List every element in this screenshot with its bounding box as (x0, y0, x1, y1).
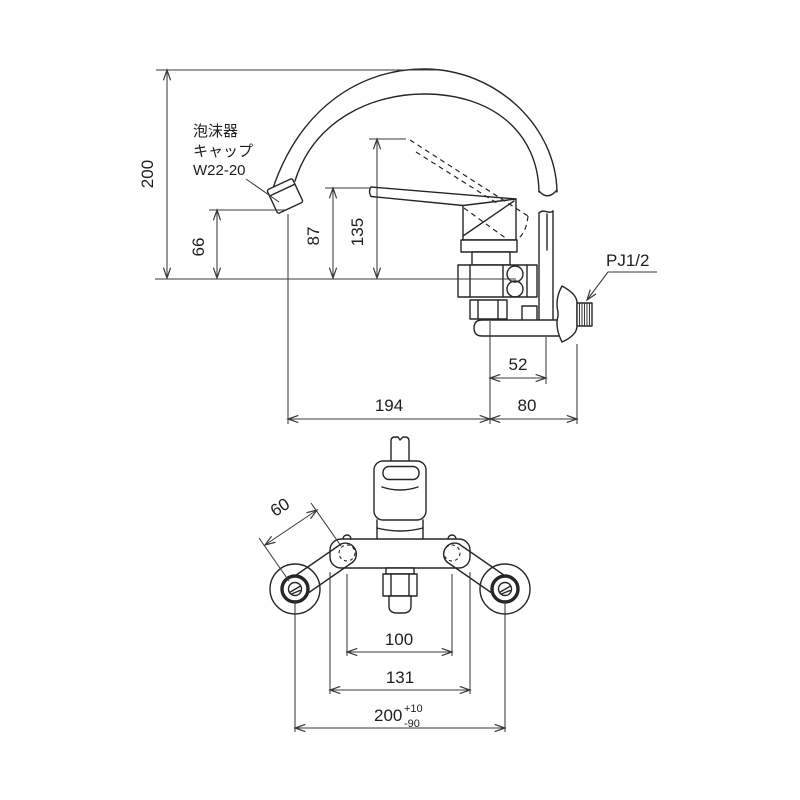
check-valve-ball-bottom (506, 280, 524, 298)
dim-mounting-pitch-tol-upper: +10 (404, 703, 423, 715)
aerator-label-line2: キャップ (193, 143, 253, 160)
spout-outer-curve (271, 68, 558, 193)
dim-lever-raised-height-label: 135 (348, 218, 367, 246)
side-view-dimensions: 200 66 87 135 52 194 80 (138, 68, 579, 424)
bar-screw-right (447, 534, 457, 540)
bracket-foot (473, 319, 561, 337)
supply-connection (382, 567, 418, 614)
left-eccentric-leg (288, 542, 357, 599)
valve-body (457, 239, 538, 320)
dim-spout-reach-label: 194 (375, 396, 403, 415)
aerator-label-line1: 泡沫器 (193, 123, 238, 140)
spout-tube (271, 68, 558, 197)
supply-hex-nut (382, 573, 418, 597)
dim-check-valve-offset-label: 52 (509, 355, 528, 374)
aerator-cap-body (266, 178, 304, 214)
dim-mounting-pitch-label: 200 (374, 706, 402, 725)
wall-flange (556, 285, 593, 343)
aerator-callout: 泡沫器 キャップ W22-20 (193, 123, 280, 203)
dim-body-width-label: 131 (386, 668, 414, 687)
lever-and-body (368, 186, 517, 241)
wall-bracket (473, 305, 561, 337)
dim-leg-length-label: 60 (267, 494, 293, 520)
dim-spout-outlet-height-label: 66 (189, 238, 208, 257)
check-valve-ball-top (506, 265, 524, 283)
thread-hatching (578, 303, 591, 326)
left-wall-flange (269, 563, 321, 615)
supply-cap (388, 595, 412, 614)
dim-wall-clearance-label: 80 (518, 396, 537, 415)
check-valve (457, 264, 538, 298)
front-handle (373, 436, 427, 541)
aerator-cap-line (268, 183, 296, 197)
side-view: 200 66 87 135 52 194 80 泡沫器 キャップ W22-20 … (138, 68, 657, 424)
spout-inner-curve (294, 93, 540, 193)
thread-label: PJ1/2 (606, 251, 649, 270)
handle-inset (382, 465, 420, 481)
inlet-pipe (538, 210, 554, 322)
supply-neck (385, 567, 415, 575)
flange-bell (556, 285, 578, 343)
aerator-leader-line (245, 178, 280, 203)
body-cap-band (460, 239, 518, 253)
aerator-cap (266, 178, 304, 214)
dim-lever-height-label: 87 (304, 227, 323, 246)
dim-line-leg-length (263, 508, 319, 547)
right-eccentric-leg (443, 542, 512, 599)
dim-inner-pitch-label: 100 (385, 630, 413, 649)
bar-screw-left (342, 534, 352, 540)
front-view-dimensions: 100 131 200 +10 -90 (293, 572, 507, 733)
left-pivot-phantom-circle (338, 544, 356, 562)
hex-nut (469, 299, 508, 320)
thread-leader-line (585, 271, 657, 302)
lever-handle (368, 186, 517, 241)
handle-stick (390, 436, 410, 463)
dim-mounting-pitch-tol-lower: -90 (404, 718, 420, 730)
leg-length-dimension: 60 (258, 494, 342, 582)
pipe-break (538, 210, 554, 214)
front-view: 60 100 131 200 +10 -90 (258, 436, 531, 733)
right-pivot-phantom-circle (443, 544, 461, 562)
body-neck (471, 251, 511, 266)
spout-end-break (538, 189, 558, 197)
thread-callout: PJ1/2 (585, 251, 657, 302)
aerator-label-line3: W22-20 (193, 162, 246, 179)
dim-total-height-label: 200 (138, 160, 157, 188)
